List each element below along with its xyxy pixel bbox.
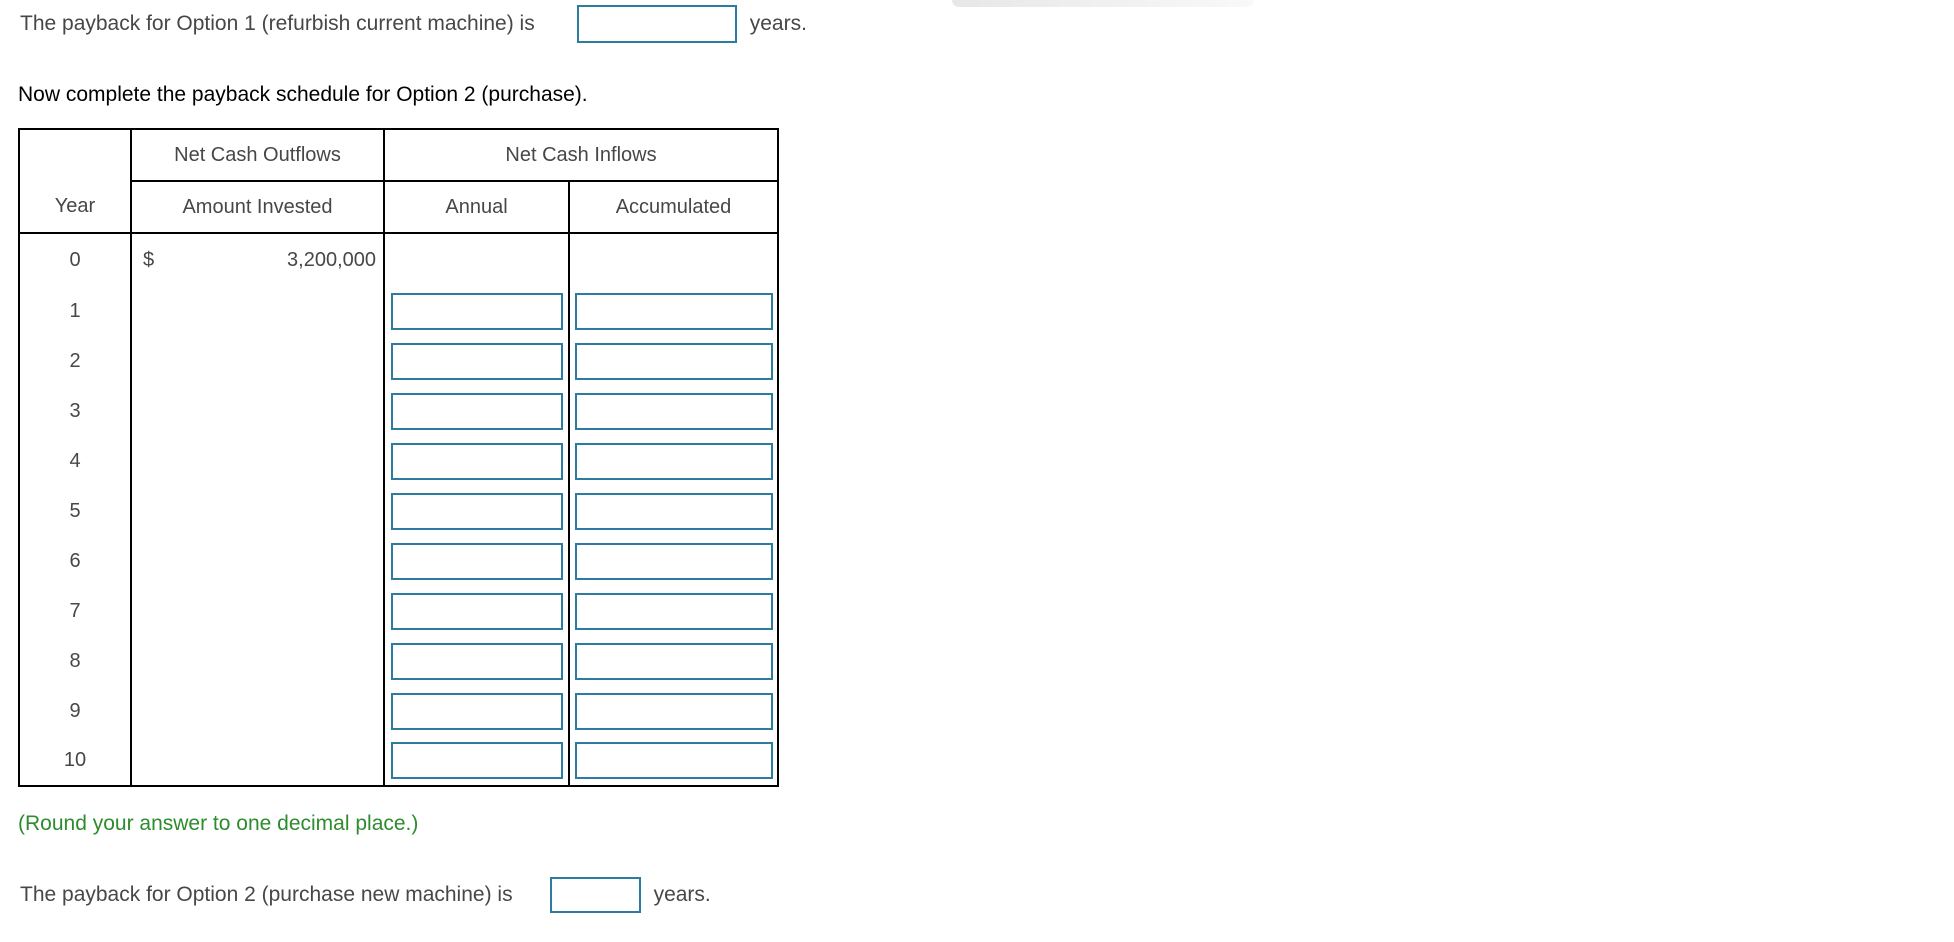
- accumulated-input[interactable]: [574, 292, 773, 330]
- year-cell: 9: [18, 686, 131, 736]
- accumulated-cell: [567, 233, 779, 286]
- amount-invested-cell: [130, 586, 384, 636]
- year-cell: 2: [18, 336, 131, 386]
- annual-cell: [383, 586, 569, 636]
- year-cell: 5: [18, 486, 131, 536]
- accumulated-cell: [567, 686, 779, 736]
- accumulated-input[interactable]: [574, 592, 773, 630]
- amount-invested-cell: [130, 286, 384, 336]
- table-row: 6: [18, 536, 779, 586]
- accumulated-cell: [567, 386, 779, 436]
- year-cell: 0: [18, 233, 131, 286]
- group-header-net-cash-inflows: Net Cash Inflows: [382, 129, 779, 182]
- accumulated-input[interactable]: [574, 492, 773, 530]
- table-row: 0 $ 3,200,000: [18, 233, 779, 286]
- amount-invested-cell: [130, 486, 384, 536]
- column-header-year: Year: [18, 129, 131, 234]
- amount-invested-cell: [130, 536, 384, 586]
- column-header-annual: Annual: [383, 181, 569, 234]
- option1-payback-text: The payback for Option 1 (refurbish curr…: [20, 12, 535, 35]
- annual-input[interactable]: [390, 442, 563, 480]
- amount-invested-cell: [130, 436, 384, 486]
- accumulated-cell: [567, 586, 779, 636]
- accumulated-cell: [567, 636, 779, 686]
- annual-cell: [383, 486, 569, 536]
- amount-invested-value: 3,200,000: [287, 248, 376, 271]
- annual-cell: [383, 336, 569, 386]
- amount-invested-cell: [130, 336, 384, 386]
- amount-invested-cell: [130, 686, 384, 736]
- annual-cell: [383, 636, 569, 686]
- option2-payback-line: The payback for Option 2 (purchase new m…: [20, 877, 711, 913]
- annual-cell: [383, 736, 569, 786]
- currency-symbol: $: [143, 248, 155, 271]
- annual-cell: [383, 436, 569, 486]
- annual-input[interactable]: [390, 742, 563, 779]
- annual-input[interactable]: [390, 392, 563, 430]
- annual-input[interactable]: [390, 342, 563, 380]
- accumulated-input[interactable]: [574, 392, 773, 430]
- table-row: 8: [18, 636, 779, 686]
- year-cell: 10: [18, 736, 131, 786]
- table-row: 4: [18, 436, 779, 486]
- column-header-amount-invested: Amount Invested: [130, 181, 384, 234]
- option1-years-label: years.: [749, 12, 807, 35]
- option2-payback-input[interactable]: [549, 877, 641, 913]
- year-cell: 4: [18, 436, 131, 486]
- cutoff-element-fragment: [952, 0, 1254, 7]
- option2-payback-text: The payback for Option 2 (purchase new m…: [20, 883, 513, 906]
- option2-years-label: years.: [653, 883, 711, 906]
- table-row: 5: [18, 486, 779, 536]
- accumulated-cell: [567, 486, 779, 536]
- amount-invested-cell: $ 3,200,000: [130, 233, 384, 286]
- year-cell: 6: [18, 536, 131, 586]
- column-header-row: Amount Invested Annual Accumulated: [19, 181, 779, 234]
- annual-cell: [383, 686, 569, 736]
- annual-input[interactable]: [390, 492, 563, 530]
- annual-cell: [383, 536, 569, 586]
- table-row: 9: [18, 686, 779, 736]
- annual-input[interactable]: [390, 642, 563, 680]
- year-cell: 3: [18, 386, 131, 436]
- accumulated-input[interactable]: [574, 442, 773, 480]
- rounding-note: (Round your answer to one decimal place.…: [18, 812, 419, 835]
- option1-payback-input[interactable]: [576, 5, 737, 43]
- accumulated-cell: [567, 536, 779, 586]
- accumulated-cell: [567, 436, 779, 486]
- accumulated-input[interactable]: [574, 642, 773, 680]
- table-row: 10: [18, 736, 779, 786]
- table-row: 3: [18, 386, 779, 436]
- annual-input[interactable]: [390, 542, 563, 580]
- accumulated-cell: [567, 286, 779, 336]
- accumulated-input[interactable]: [574, 542, 773, 580]
- accumulated-cell: [567, 736, 779, 786]
- table-row: 1: [18, 286, 779, 336]
- accumulated-input[interactable]: [574, 342, 773, 380]
- accumulated-input[interactable]: [574, 692, 773, 730]
- payback-schedule-table: Year Net Cash Outflows Net Cash Inflows …: [18, 128, 780, 787]
- amount-invested-cell: [130, 386, 384, 436]
- group-header-net-cash-outflows: Net Cash Outflows: [130, 129, 384, 182]
- group-header-row: Year Net Cash Outflows Net Cash Inflows: [18, 129, 779, 234]
- option1-payback-line: The payback for Option 1 (refurbish curr…: [20, 5, 807, 43]
- annual-input[interactable]: [390, 292, 563, 330]
- annual-cell: [383, 286, 569, 336]
- annual-cell: [383, 233, 569, 286]
- amount-invested-cell: [130, 736, 384, 786]
- annual-input[interactable]: [390, 692, 563, 730]
- instruction-text: Now complete the payback schedule for Op…: [18, 83, 588, 106]
- amount-invested-cell: [130, 636, 384, 686]
- column-header-accumulated: Accumulated: [567, 181, 779, 234]
- accumulated-cell: [567, 336, 779, 386]
- table-row: 2: [18, 336, 779, 386]
- table-row: 7: [18, 586, 779, 636]
- annual-cell: [383, 386, 569, 436]
- year-cell: 8: [18, 636, 131, 686]
- annual-input[interactable]: [390, 592, 563, 630]
- year-cell: 7: [18, 586, 131, 636]
- year-cell: 1: [18, 286, 131, 336]
- accumulated-input[interactable]: [574, 742, 773, 779]
